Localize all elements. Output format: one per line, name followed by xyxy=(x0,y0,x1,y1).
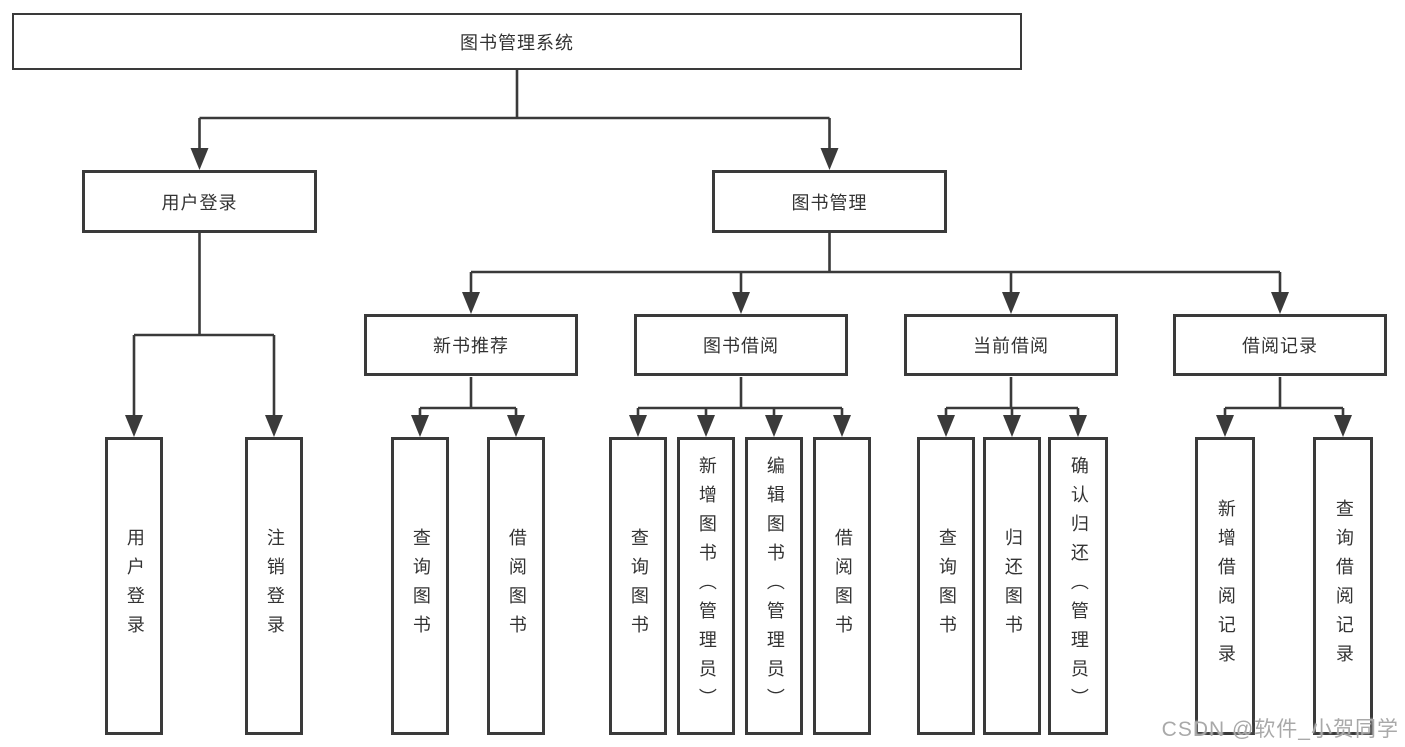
node-new-book-recommendation: 新书推荐 xyxy=(364,314,578,376)
leaf-current-confirm-return-admin: 确认归还（管理员） xyxy=(1048,437,1108,735)
leaf-current-query-books-label: 查询图书 xyxy=(936,528,957,644)
leaf-records-add-record: 新增借阅记录 xyxy=(1195,437,1255,735)
connector-borrowing-to-leaves xyxy=(629,377,851,437)
connector-current-to-leaves xyxy=(937,377,1087,437)
leaf-logout-label: 注销登录 xyxy=(264,528,285,644)
leaf-current-return-books: 归还图书 xyxy=(983,437,1041,735)
leaf-newbooks-query-books: 查询图书 xyxy=(391,437,449,735)
leaf-records-query-record-label: 查询借阅记录 xyxy=(1333,499,1354,673)
leaf-borrowing-borrow-books: 借阅图书 xyxy=(813,437,871,735)
connector-userlogin-to-leaves xyxy=(125,233,283,437)
node-library-management-system: 图书管理系统 xyxy=(12,13,1022,70)
leaf-current-return-books-label: 归还图书 xyxy=(1002,528,1023,644)
leaf-borrowing-edit-book-admin: 编辑图书（管理员） xyxy=(745,437,803,735)
csdn-watermark: CSDN @软件_小贺同学 xyxy=(1161,718,1399,741)
connector-records-to-leaves xyxy=(1216,377,1352,437)
node-book-borrowing: 图书借阅 xyxy=(634,314,848,376)
leaf-borrowing-add-book-admin-label: 新增图书（管理员） xyxy=(696,455,717,717)
leaf-newbooks-borrow-books-label: 借阅图书 xyxy=(506,528,527,644)
leaf-logout: 注销登录 xyxy=(245,437,303,735)
connector-newbooks-to-leaves xyxy=(411,377,525,437)
leaf-current-query-books: 查询图书 xyxy=(917,437,975,735)
leaf-user-login-label: 用户登录 xyxy=(124,528,145,644)
leaf-borrowing-edit-book-admin-label: 编辑图书（管理员） xyxy=(764,455,785,717)
leaf-records-query-record: 查询借阅记录 xyxy=(1313,437,1373,735)
leaf-borrowing-add-book-admin: 新增图书（管理员） xyxy=(677,437,735,735)
node-current-borrowing: 当前借阅 xyxy=(904,314,1118,376)
node-book-management: 图书管理 xyxy=(712,170,947,233)
leaf-borrowing-query-books: 查询图书 xyxy=(609,437,667,735)
leaf-current-confirm-return-admin-label: 确认归还（管理员） xyxy=(1068,455,1089,717)
leaf-borrowing-borrow-books-label: 借阅图书 xyxy=(832,528,853,644)
node-borrowing-records: 借阅记录 xyxy=(1173,314,1387,376)
connector-root-to-level2 xyxy=(190,70,839,170)
connector-bookmgmt-to-level3 xyxy=(462,233,1289,314)
leaf-user-login: 用户登录 xyxy=(105,437,163,735)
leaf-newbooks-borrow-books: 借阅图书 xyxy=(487,437,545,735)
leaf-borrowing-query-books-label: 查询图书 xyxy=(628,528,649,644)
node-user-login: 用户登录 xyxy=(82,170,317,233)
leaf-newbooks-query-books-label: 查询图书 xyxy=(410,528,431,644)
leaf-records-add-record-label: 新增借阅记录 xyxy=(1215,499,1236,673)
